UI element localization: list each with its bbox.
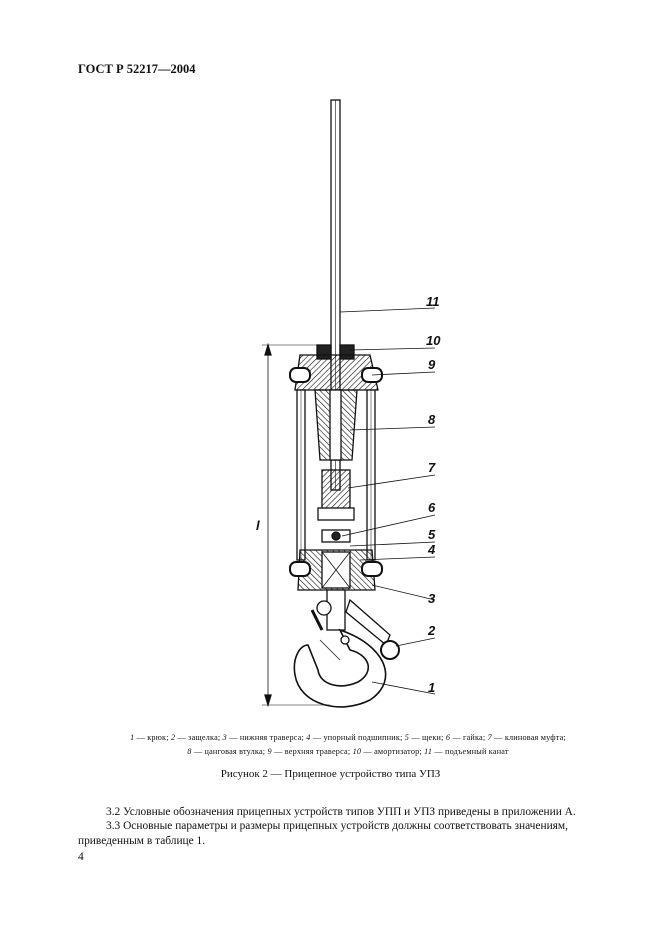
- document-header: ГОСТ Р 52217—2004: [78, 62, 196, 76]
- legend-item-4: 4 — упорный подшипник;: [306, 733, 405, 742]
- dimension-label: l: [256, 518, 260, 533]
- callout-2: 2: [427, 623, 436, 638]
- callout-6: 6: [428, 500, 436, 515]
- callout-4: 4: [427, 542, 436, 557]
- paragraph-3-3: 3.3 Основные параметры и размеры прицепн…: [78, 820, 568, 847]
- hook-device-drawing: 11 10 9 8 7 6 5 4 3 2 1 l: [256, 99, 441, 708]
- callout-3: 3: [428, 591, 436, 606]
- page-number: 4: [78, 851, 84, 863]
- callout-1: 1: [428, 680, 435, 695]
- legend-item-11: 11 — подъемный канат: [424, 747, 509, 756]
- legend-item-5: 5 — щеки;: [404, 733, 446, 742]
- callout-8: 8: [428, 412, 436, 427]
- technical-drawing: 11 10 9 8 7 6 5 4 3 2 1 l: [200, 90, 500, 720]
- callout-10: 10: [426, 333, 441, 348]
- legend-item-7: 7 — клиновая муфта;: [487, 733, 566, 742]
- legend-item-9: 9 — верхняя траверса;: [267, 747, 353, 756]
- legend-item-8: 8 — цанговая втулка;: [187, 747, 268, 756]
- callout-7: 7: [428, 460, 436, 475]
- callout-11: 11: [426, 294, 440, 309]
- paragraph-3-2: 3.2 Условные обозначения прицепных устро…: [106, 806, 576, 818]
- figure-legend: 1 — крюк; 2 — защелка; 3 — нижняя травер…: [88, 731, 608, 759]
- callout-5: 5: [428, 527, 436, 542]
- legend-item-3: 3 — нижняя траверса;: [222, 733, 307, 742]
- callout-9: 9: [428, 357, 436, 372]
- figure-caption: Рисунок 2 — Прицепное устройство типа УП…: [220, 768, 441, 780]
- legend-item-2: 2 — защелка;: [170, 733, 223, 742]
- legend-item-1: 1 — крюк;: [130, 733, 171, 742]
- legend-item-6: 6 — гайка;: [445, 733, 488, 742]
- legend-item-10: 10 — амортизатор;: [352, 747, 425, 756]
